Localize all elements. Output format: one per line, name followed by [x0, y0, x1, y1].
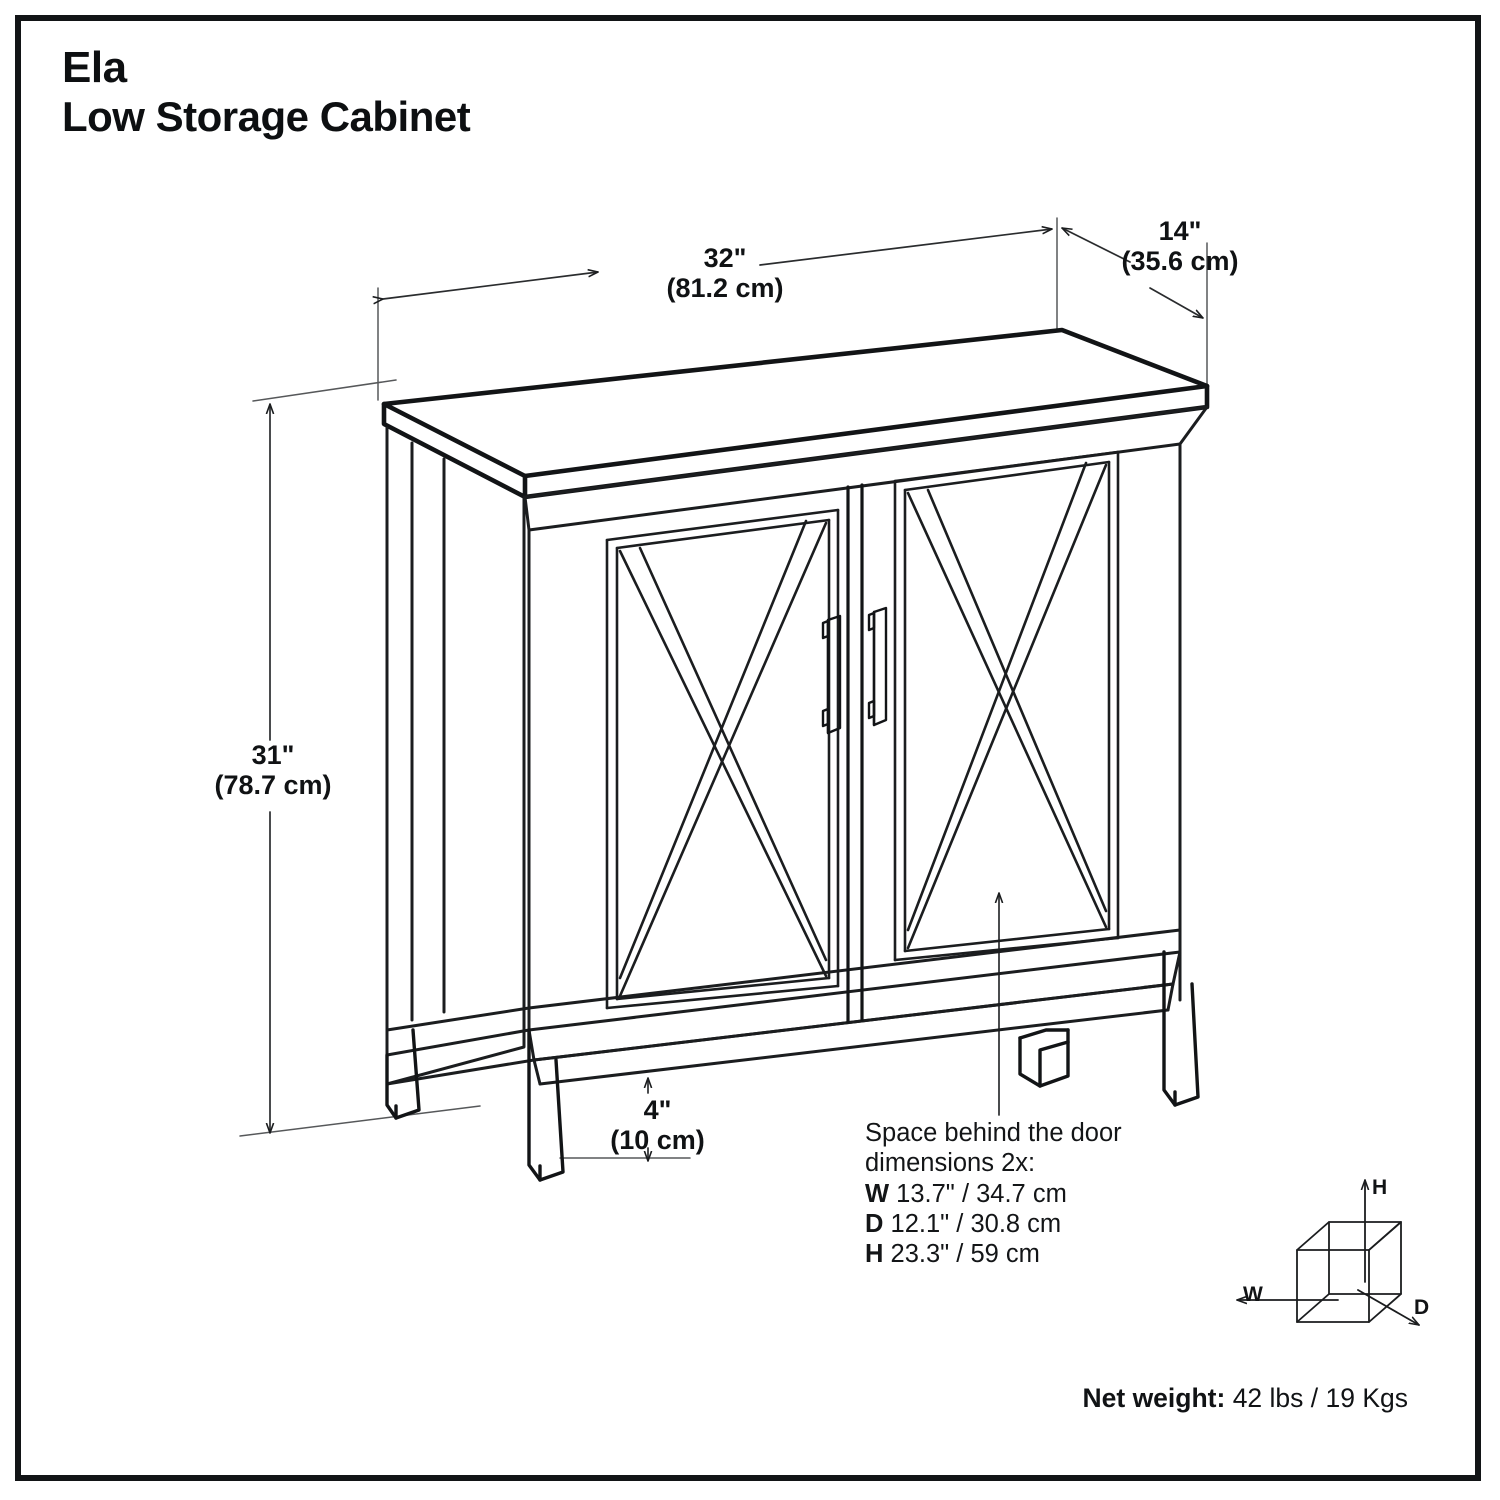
width-imperial: 32" — [703, 243, 747, 273]
width-dimension-label: 32" (81.2 cm) — [610, 243, 840, 303]
clearance-metric: (10 cm) — [610, 1125, 705, 1156]
net-weight-label: Net weight: — [1082, 1383, 1226, 1413]
depth-imperial: 14" — [1158, 216, 1202, 246]
page-title: Ela Low Storage Cabinet — [62, 43, 471, 141]
net-weight-value: 42 lbs / 19 Kgs — [1232, 1383, 1408, 1413]
callout-width-value: 13.7" / 34.7 cm — [896, 1179, 1067, 1208]
callout-height-row: H 23.3" / 59 cm — [865, 1239, 1165, 1269]
depth-metric: (35.6 cm) — [1121, 246, 1239, 277]
callout-height-value: 23.3" / 59 cm — [890, 1240, 1040, 1269]
width-dimension-line — [383, 229, 1053, 299]
axis-legend-arrows — [1236, 1179, 1420, 1326]
axis-label-depth: D — [1414, 1296, 1430, 1319]
axis-label-height: H — [1372, 1176, 1388, 1199]
width-metric: (81.2 cm) — [666, 273, 784, 304]
product-name: Ela — [62, 43, 127, 92]
callout-depth-row: D 12.1" / 30.8 cm — [865, 1209, 1165, 1239]
callout-width-row: W 13.7" / 34.7 cm — [865, 1179, 1165, 1209]
callout-line-2: dimensions 2x: — [865, 1149, 1036, 1178]
interior-space-callout: Space behind the door dimensions 2x: W 1… — [865, 1118, 1165, 1270]
axis-label-width: W — [1243, 1283, 1263, 1306]
page-border — [15, 15, 1481, 1481]
height-imperial: 31" — [251, 740, 295, 770]
height-extension-lines — [239, 379, 481, 1137]
door-handle-right — [867, 606, 888, 727]
leg-clearance-dimension-label: 4" (10 cm) — [570, 1095, 745, 1155]
callout-width-label: W — [865, 1179, 890, 1208]
product-type: Low Storage Cabinet — [62, 93, 471, 141]
callout-depth-label: D — [865, 1210, 884, 1239]
callout-height-label: H — [865, 1240, 884, 1269]
cabinet-center-stile — [846, 483, 864, 1024]
height-dimension-label: 31" (78.7 cm) — [178, 740, 368, 800]
callout-depth-value: 12.1" / 30.8 cm — [890, 1210, 1062, 1239]
height-metric: (78.7 cm) — [214, 770, 332, 801]
extension-lines — [377, 217, 1208, 401]
net-weight: Net weight: 42 lbs / 19 Kgs — [1083, 1383, 1409, 1414]
cabinet-door-left — [605, 508, 840, 1010]
door-handle-left — [821, 614, 842, 735]
depth-dimension-label: 14" (35.6 cm) — [1085, 216, 1275, 276]
cabinet-door-right — [893, 450, 1120, 962]
callout-line-1: Space behind the door — [865, 1119, 1122, 1147]
depth-dimension-line — [1061, 227, 1204, 319]
clearance-imperial: 4" — [643, 1095, 672, 1125]
axis-legend-cube — [1296, 1221, 1402, 1323]
cabinet-legs — [385, 950, 1200, 1182]
